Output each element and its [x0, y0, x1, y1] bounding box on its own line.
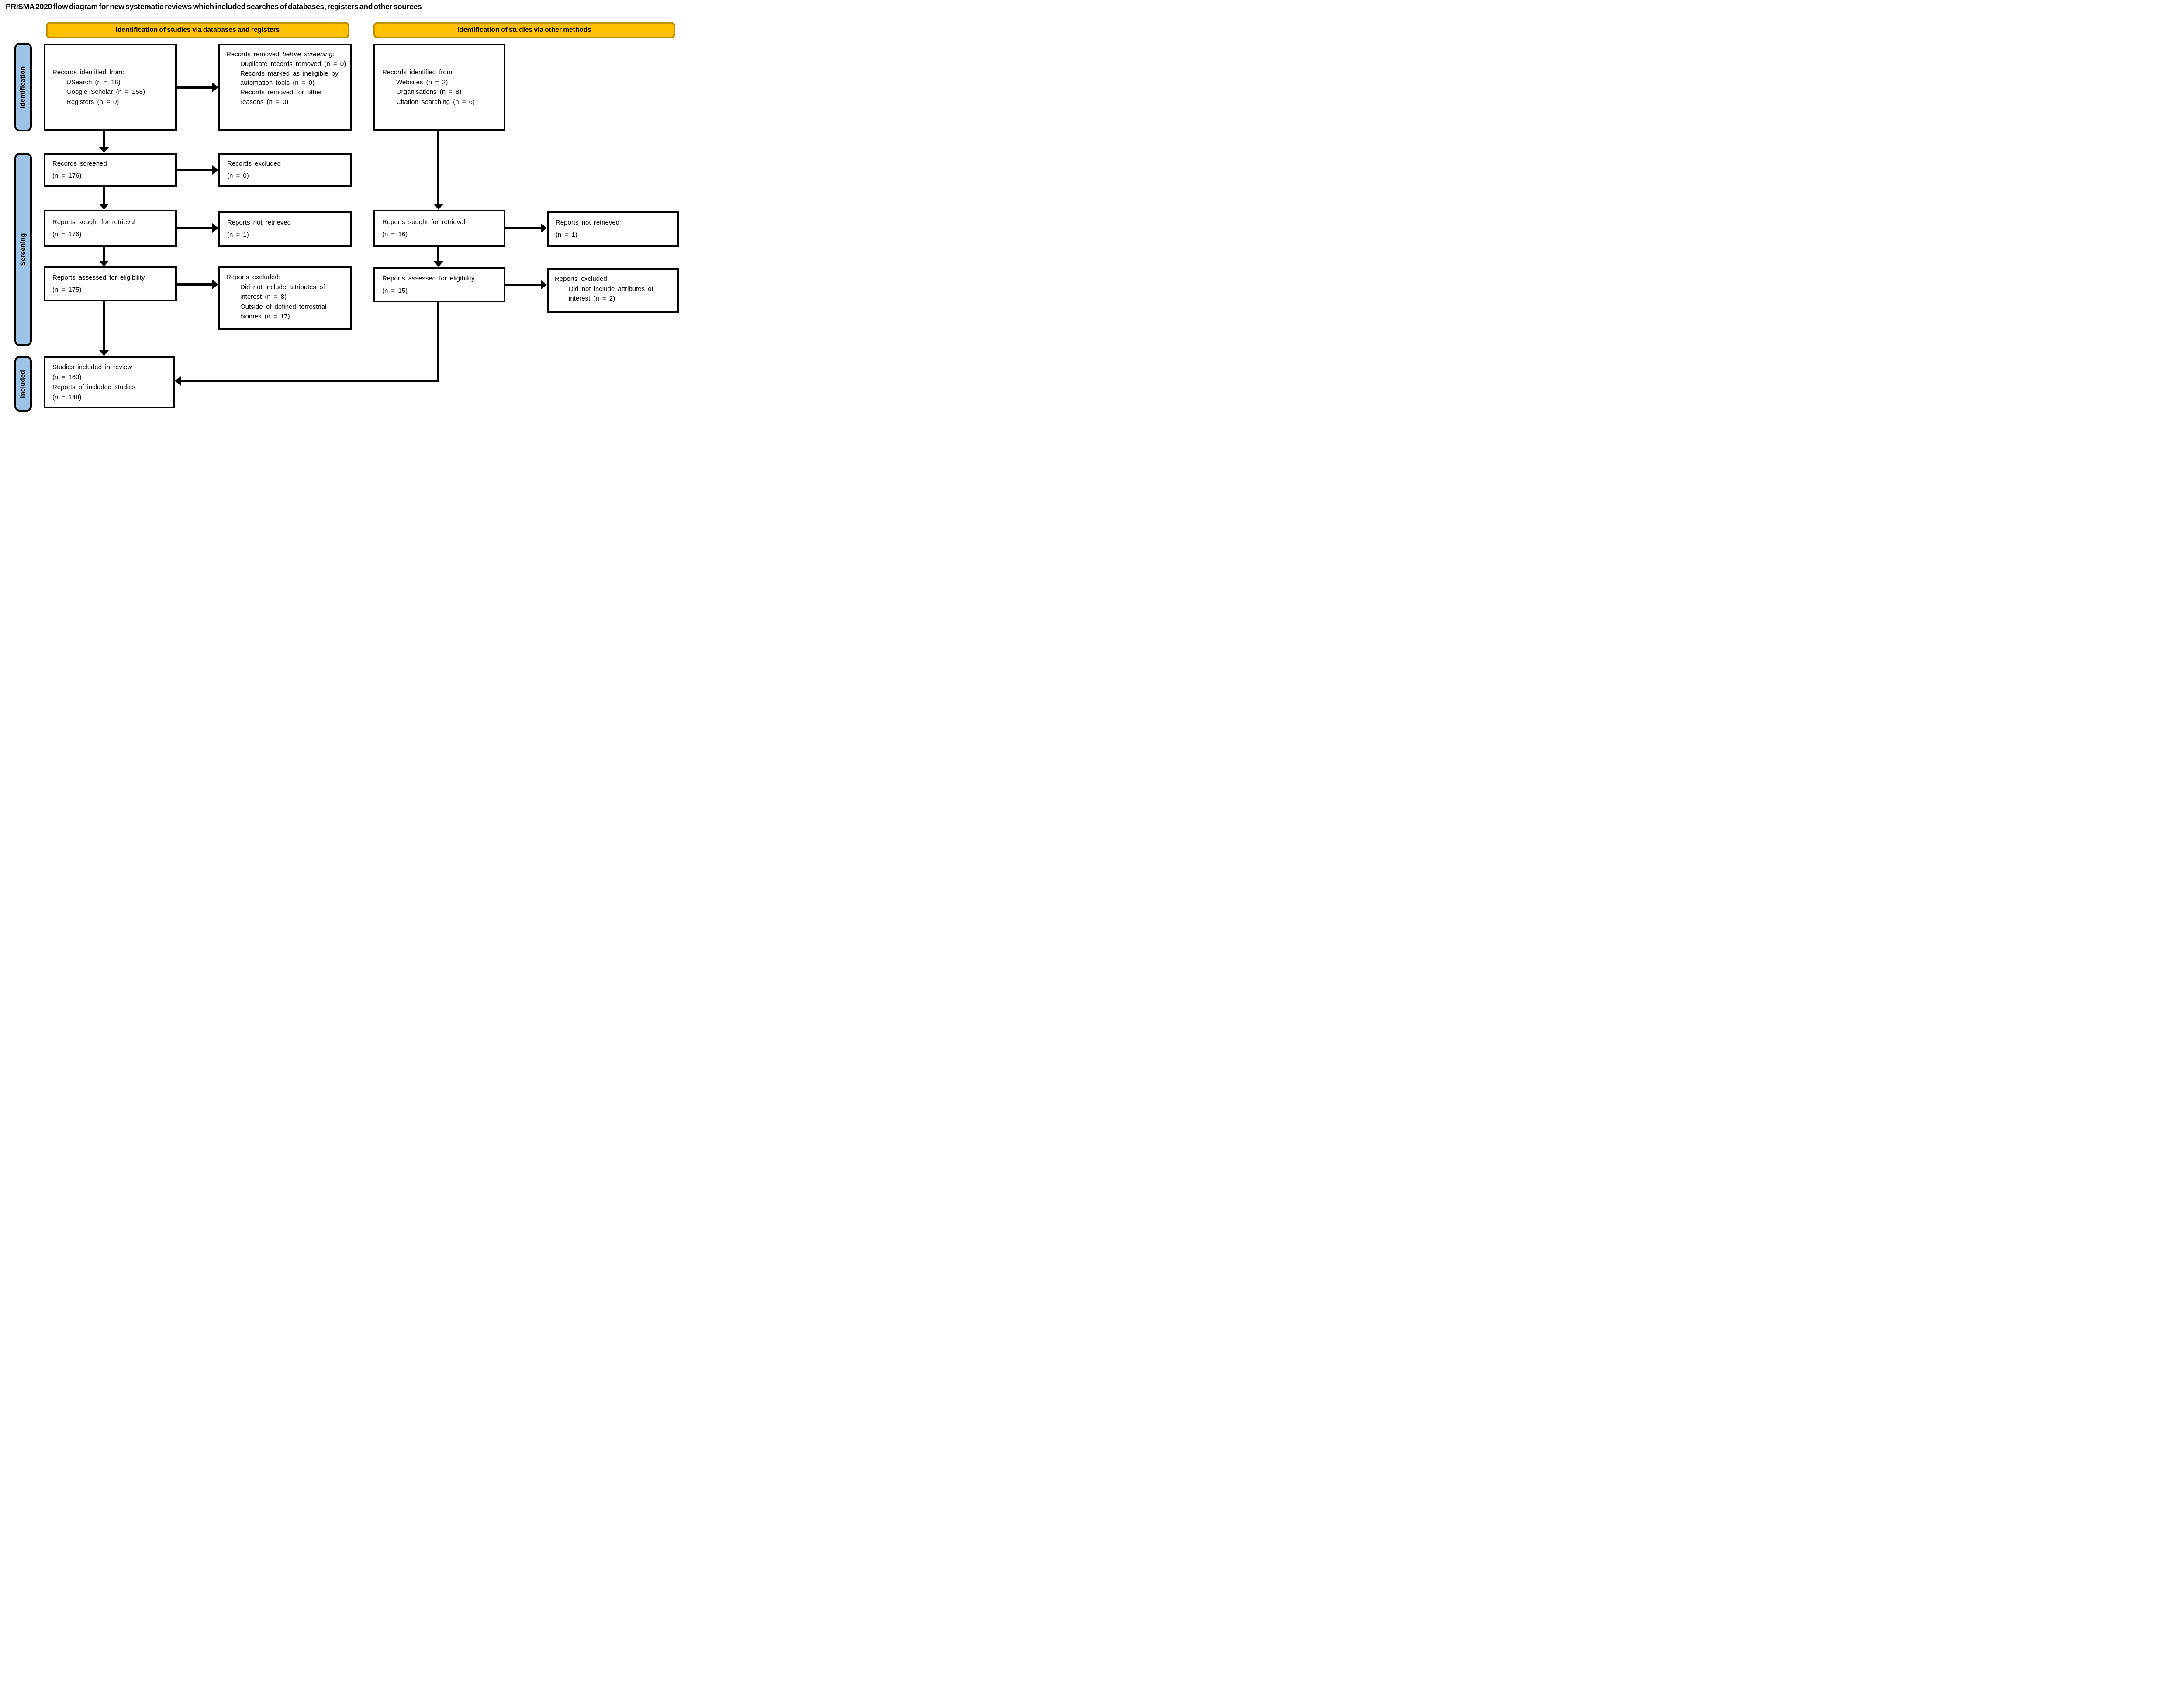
- box-db-reports-not-retrieved: Reports not retrieved (n = 1): [218, 211, 352, 247]
- stage-screening: Screening: [14, 153, 32, 346]
- arrow-other-identified-to-sought-shaft: [437, 131, 439, 204]
- box-line2: (n = 175): [52, 286, 82, 294]
- box-title-suffix: :: [332, 51, 335, 58]
- arrow-other-assessed-to-included-horizontal-shaft: [181, 380, 439, 382]
- arrow-other-assessed-to-excluded-shaft: [505, 284, 541, 286]
- box-line: Studies included in review: [52, 363, 132, 371]
- box-other-reports-sought: Reports sought for retrieval (n = 16): [373, 210, 505, 247]
- box-line1: Reports sought for retrieval: [52, 218, 135, 226]
- box-other-reports-assessed: Reports assessed for eligibility (n = 15…: [373, 267, 505, 302]
- list-item: Outside of defined terrestrial biomes (n…: [240, 303, 327, 321]
- box-other-records-identified: Records identified from: Websites (n = 2…: [373, 44, 505, 131]
- box-line1: Records excluded: [227, 160, 281, 168]
- list-item: Google Scholar (n = 158): [66, 88, 145, 96]
- arrow-sought-to-assessed-shaft: [103, 247, 105, 261]
- box-line2: (n = 1): [556, 231, 577, 239]
- arrow-db-assessed-to-excluded-shaft: [177, 283, 213, 286]
- box-records-screened: Records screened (n = 176): [44, 153, 177, 187]
- box-line1: Reports sought for retrieval: [382, 218, 465, 226]
- stage-identification-label: Identification: [19, 66, 27, 108]
- list-item: Organisations (n = 8): [396, 88, 462, 96]
- box-title: Reports excluded:: [226, 273, 280, 281]
- box-title: Records removed before screening:: [226, 50, 346, 59]
- arrow-db-sought-to-not-retrieved-head: [212, 223, 218, 233]
- box-records-excluded: Records excluded (n = 0): [218, 153, 352, 187]
- banner-other-methods: Identification of studies via other meth…: [373, 22, 675, 38]
- box-title: Records identified from:: [382, 69, 454, 76]
- box-title-italic: before screening: [282, 51, 333, 58]
- box-line1: Reports assessed for eligibility: [52, 274, 145, 282]
- box-title: Records identified from:: [52, 69, 124, 76]
- arrow-other-sought-to-not-retrieved-shaft: [505, 227, 541, 229]
- page-title: PRISMA 2020 flow diagram for new systema…: [6, 2, 422, 11]
- list-item: Records marked as ineligible by automati…: [240, 69, 339, 87]
- arrow-other-sought-to-assessed-shaft: [437, 247, 439, 261]
- box-other-reports-not-retrieved: Reports not retrieved (n = 1): [547, 211, 679, 247]
- box-other-reports-excluded: Reports excluded: Did not include attrib…: [547, 268, 679, 313]
- list-item: Citation searching (n = 6): [396, 98, 475, 106]
- arrow-identified-to-screened-shaft: [103, 131, 105, 147]
- arrow-other-identified-to-sought-head: [434, 204, 443, 210]
- box-records-removed-before-screening: Records removed before screening: Duplic…: [218, 44, 352, 131]
- arrow-screened-to-sought-shaft: [103, 187, 105, 204]
- box-line: (n = 148): [52, 394, 82, 401]
- box-line1: Reports assessed for eligibility: [382, 275, 475, 283]
- arrow-screened-to-sought-head: [99, 204, 109, 210]
- arrow-identified-to-screened-head: [99, 147, 109, 153]
- arrow-other-sought-to-not-retrieved-head: [541, 223, 547, 233]
- arrow-other-assessed-to-excluded-head: [541, 280, 547, 290]
- box-line1: Reports not retrieved: [556, 219, 620, 227]
- list-item: Did not include attributes of interest (…: [240, 283, 325, 301]
- box-db-records-identified: Records identified from: USearch (n = 18…: [44, 44, 177, 131]
- box-title: Reports excluded:: [555, 275, 609, 283]
- banner-databases-label: Identification of studies via databases …: [115, 26, 280, 34]
- arrow-other-sought-to-assessed-head: [434, 261, 443, 267]
- arrow-assessed-to-included-shaft: [103, 301, 105, 350]
- banner-other-methods-label: Identification of studies via other meth…: [457, 26, 591, 34]
- box-line2: (n = 176): [52, 172, 82, 180]
- stage-included-label: Included: [19, 370, 27, 398]
- box-line2: (n = 176): [52, 230, 82, 238]
- list-item: Websites (n = 2): [396, 78, 448, 86]
- box-line2: (n = 0): [227, 172, 249, 180]
- box-line2: (n = 1): [227, 231, 249, 239]
- arrow-assessed-to-included-head: [99, 350, 109, 356]
- box-title-prefix: Records removed: [226, 51, 283, 58]
- box-studies-included: Studies included in review (n = 163) Rep…: [44, 356, 175, 408]
- stage-included: Included: [14, 356, 32, 412]
- list-item: Duplicate records removed (n = 0): [240, 60, 346, 68]
- stage-identification: Identification: [14, 43, 32, 131]
- arrow-identified-to-removed-shaft: [177, 86, 213, 89]
- box-db-reports-excluded: Reports excluded: Did not include attrib…: [218, 266, 352, 330]
- arrow-screened-to-excluded-head: [212, 165, 218, 175]
- arrow-sought-to-assessed-head: [99, 261, 109, 266]
- arrow-identified-to-removed-head: [212, 83, 218, 92]
- arrow-other-assessed-to-included-head: [175, 376, 181, 386]
- banner-databases-registers: Identification of studies via databases …: [46, 22, 349, 38]
- list-item: Did not include attributes of interest (…: [569, 285, 653, 303]
- box-db-reports-sought: Reports sought for retrieval (n = 176): [44, 210, 177, 247]
- arrow-screened-to-excluded-shaft: [177, 169, 213, 171]
- box-line1: Records screened: [52, 160, 107, 168]
- list-item: Records removed for other reasons (n = 0…: [240, 89, 322, 106]
- box-db-reports-assessed: Reports assessed for eligibility (n = 17…: [44, 266, 177, 301]
- box-line2: (n = 15): [382, 287, 408, 294]
- list-item: USearch (n = 18): [66, 78, 121, 86]
- arrow-db-assessed-to-excluded-head: [212, 280, 218, 289]
- stage-screening-label: Screening: [19, 233, 27, 266]
- list-item: Registers (n = 0): [66, 98, 119, 106]
- arrow-db-sought-to-not-retrieved-shaft: [177, 227, 213, 229]
- box-line1: Reports not retrieved: [227, 219, 291, 227]
- arrow-other-assessed-to-included-vertical-shaft: [437, 302, 439, 382]
- box-line2: (n = 16): [382, 230, 408, 238]
- box-line: Reports of included studies: [52, 384, 135, 391]
- box-line: (n = 163): [52, 373, 82, 381]
